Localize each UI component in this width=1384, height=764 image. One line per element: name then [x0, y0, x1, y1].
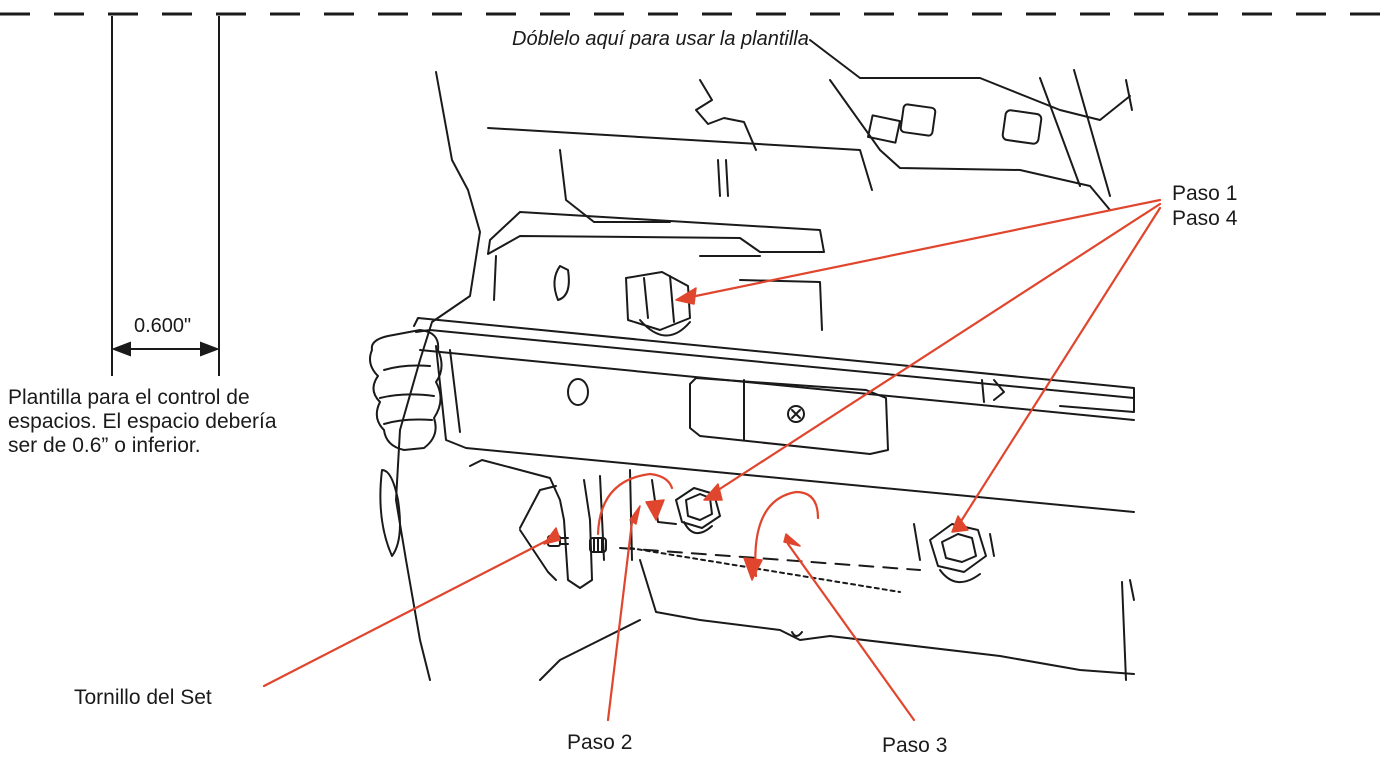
template-description-line: Plantilla para el control de — [8, 386, 250, 409]
arrowhead-step2 — [629, 505, 641, 525]
callout-step2 — [606, 520, 634, 722]
arrowhead-set-screw — [543, 527, 561, 545]
step-1-label: Paso 1 — [1172, 182, 1238, 205]
step-1-4-label: Paso 1 Paso 4 — [1172, 181, 1237, 231]
arrowhead-step3 — [783, 533, 801, 547]
arrowhead-top-bolt — [675, 287, 697, 305]
template-description: Plantilla para el control de espacios. E… — [8, 386, 277, 458]
printhead-mechanism — [369, 39, 1135, 681]
callout-arrowheads — [543, 287, 969, 581]
callout-set-screw — [262, 536, 554, 688]
arrowhead-middle-nut — [703, 483, 723, 501]
callout-step3 — [786, 542, 916, 722]
dimension-label: 0.600" — [134, 315, 192, 337]
step-4-label: Paso 4 — [1172, 207, 1238, 230]
rotation-arc-step2 — [596, 472, 674, 536]
rotation-arc-step3 — [754, 490, 820, 578]
callout-lines — [262, 198, 1162, 722]
step-3-label: Paso 3 — [882, 734, 948, 757]
template-description-line: espacios. El espacio debería — [8, 410, 277, 433]
arrowhead-arc-step2 — [645, 499, 665, 521]
callout-step1-top-bolt — [684, 198, 1162, 300]
dimension-arrow — [111, 341, 220, 357]
template-description-line: ser de 0.6” o inferior. — [8, 434, 201, 457]
fold-instruction: Dóblelo aquí para usar la plantilla — [512, 28, 809, 50]
arrowhead-right-nut — [951, 515, 969, 533]
callout-step1-right-nut — [956, 206, 1162, 528]
callout-step1-middle-nut — [710, 202, 1162, 496]
set-screw-label: Tornillo del Set — [74, 686, 212, 709]
arrowhead-arc-step3 — [743, 557, 763, 581]
step-2-label: Paso 2 — [567, 731, 633, 754]
